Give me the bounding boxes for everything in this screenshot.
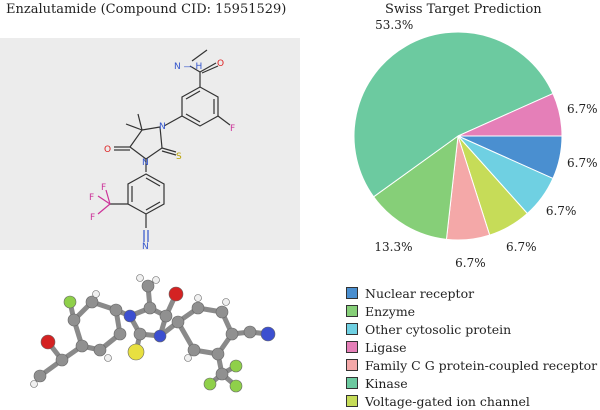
legend-label: Nuclear receptor bbox=[365, 285, 475, 301]
pie-slice bbox=[353, 31, 554, 198]
nitrile-n-label: N bbox=[142, 242, 149, 250]
legend-swatch bbox=[346, 323, 358, 335]
legend-swatch bbox=[346, 377, 358, 389]
pie-percent-label: 53.3% bbox=[375, 18, 414, 33]
legend-label: Voltage-gated ion channel bbox=[365, 393, 530, 409]
ball-and-stick-drawing bbox=[30, 274, 276, 393]
pie-percent-label: 6.7% bbox=[567, 102, 598, 117]
legend-label: Other cytosolic protein bbox=[365, 321, 512, 337]
amide-nh-label: N — H bbox=[174, 62, 202, 72]
pie-percent-label: 6.7% bbox=[545, 204, 577, 219]
legend-item: Voltage-gated ion channel bbox=[346, 392, 597, 410]
n1-label: N bbox=[159, 122, 166, 132]
structure-3d-model bbox=[0, 258, 300, 404]
legend-item: Nuclear receptor bbox=[346, 284, 597, 302]
carbonyl-o-label: O bbox=[104, 145, 111, 155]
cf3-f-top-label: F bbox=[101, 183, 106, 193]
pie-percent-label: 6.7% bbox=[506, 240, 537, 255]
amide-oxygen-atom bbox=[40, 334, 56, 350]
pie-percent-label: 6.7% bbox=[567, 155, 598, 170]
fluoro-label: F bbox=[230, 124, 235, 134]
cf3-f-left-label: F bbox=[89, 193, 94, 203]
sulfur-atom bbox=[127, 343, 145, 361]
thio-s-label: S bbox=[176, 152, 182, 162]
legend-item: Other cytosolic protein bbox=[346, 320, 597, 338]
legend-item: Family C G protein-coupled receptor bbox=[346, 356, 597, 374]
legend-item: Enzyme bbox=[346, 302, 597, 320]
pie-chart bbox=[353, 31, 563, 241]
structure-2d-panel: N — H O F O N N S F F F N bbox=[0, 38, 300, 250]
legend-item: Ligase bbox=[346, 338, 597, 356]
nitrile-nitrogen-atom bbox=[260, 326, 276, 342]
methyl-bond bbox=[191, 49, 208, 62]
fluorine-atom bbox=[63, 295, 77, 309]
pie-slice bbox=[457, 92, 563, 137]
compound-title: Enzalutamide (Compound CID: 15951529) bbox=[6, 2, 287, 17]
amide-o-label: O bbox=[217, 59, 224, 69]
pie-percent-label: 13.3% bbox=[374, 239, 413, 254]
legend-item: Kinase bbox=[346, 374, 597, 392]
n2-label: N bbox=[142, 158, 149, 168]
legend-swatch bbox=[346, 287, 358, 299]
legend-label: Family C G protein-coupled receptor bbox=[365, 357, 598, 373]
imidazolidine-ring bbox=[129, 126, 163, 160]
pie-percent-label: 6.7% bbox=[455, 256, 486, 271]
top-benzene-ring bbox=[181, 86, 219, 127]
legend-label: Kinase bbox=[365, 375, 408, 391]
legend-swatch bbox=[346, 395, 358, 407]
structure-2d-drawing: N — H O F O N N S F F F N bbox=[89, 49, 235, 250]
legend-swatch bbox=[346, 305, 358, 317]
pie-legend: Nuclear receptor Enzyme Other cytosolic … bbox=[346, 284, 597, 410]
legend-label: Ligase bbox=[365, 339, 407, 355]
bottom-benzene-ring bbox=[127, 173, 165, 215]
legend-swatch bbox=[346, 341, 358, 353]
legend-label: Enzyme bbox=[365, 303, 416, 319]
legend-swatch bbox=[346, 359, 358, 371]
chart-title: Swiss Target Prediction bbox=[385, 2, 542, 17]
pie-slice bbox=[372, 134, 459, 240]
cf3-f-bottom-label: F bbox=[90, 213, 95, 223]
